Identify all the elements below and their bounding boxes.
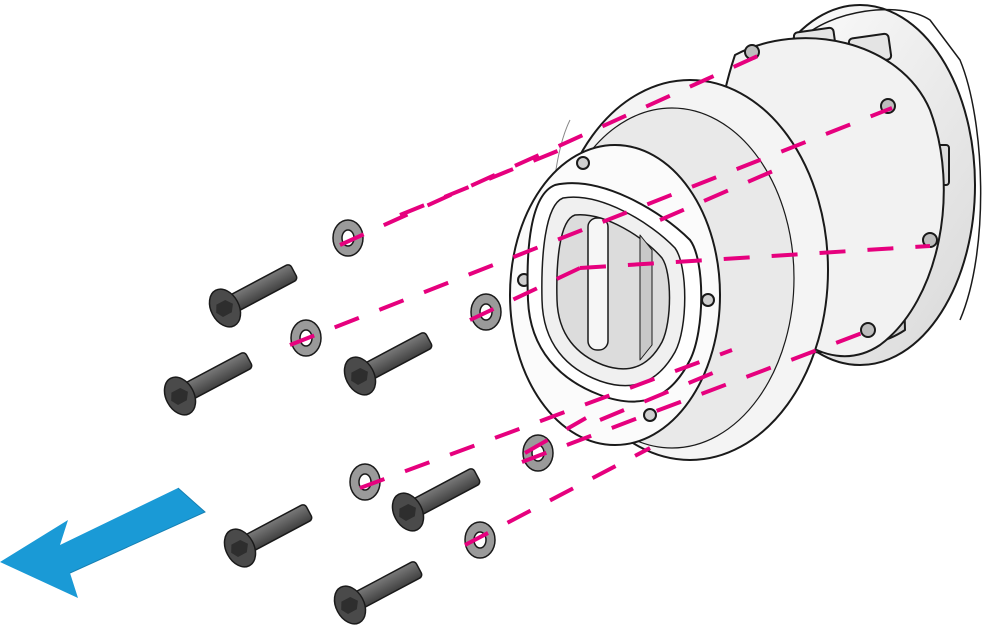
removal-direction-arrow-icon (0, 487, 206, 598)
socket-head-cap-screw-icon (343, 332, 433, 396)
socket-head-cap-screw-icon (223, 504, 313, 568)
socket-head-cap-screw-icon (391, 468, 481, 532)
port-frame (526, 182, 703, 403)
socket-head-cap-screw-icon (333, 561, 423, 625)
flange-housing-icon (509, 4, 982, 461)
socket-head-cap-screw-icon (208, 264, 298, 328)
alignment-guide-lines (289, 53, 931, 547)
washer-icon (464, 521, 496, 559)
socket-head-cap-screw-icon (163, 352, 253, 416)
bolts (163, 264, 481, 625)
